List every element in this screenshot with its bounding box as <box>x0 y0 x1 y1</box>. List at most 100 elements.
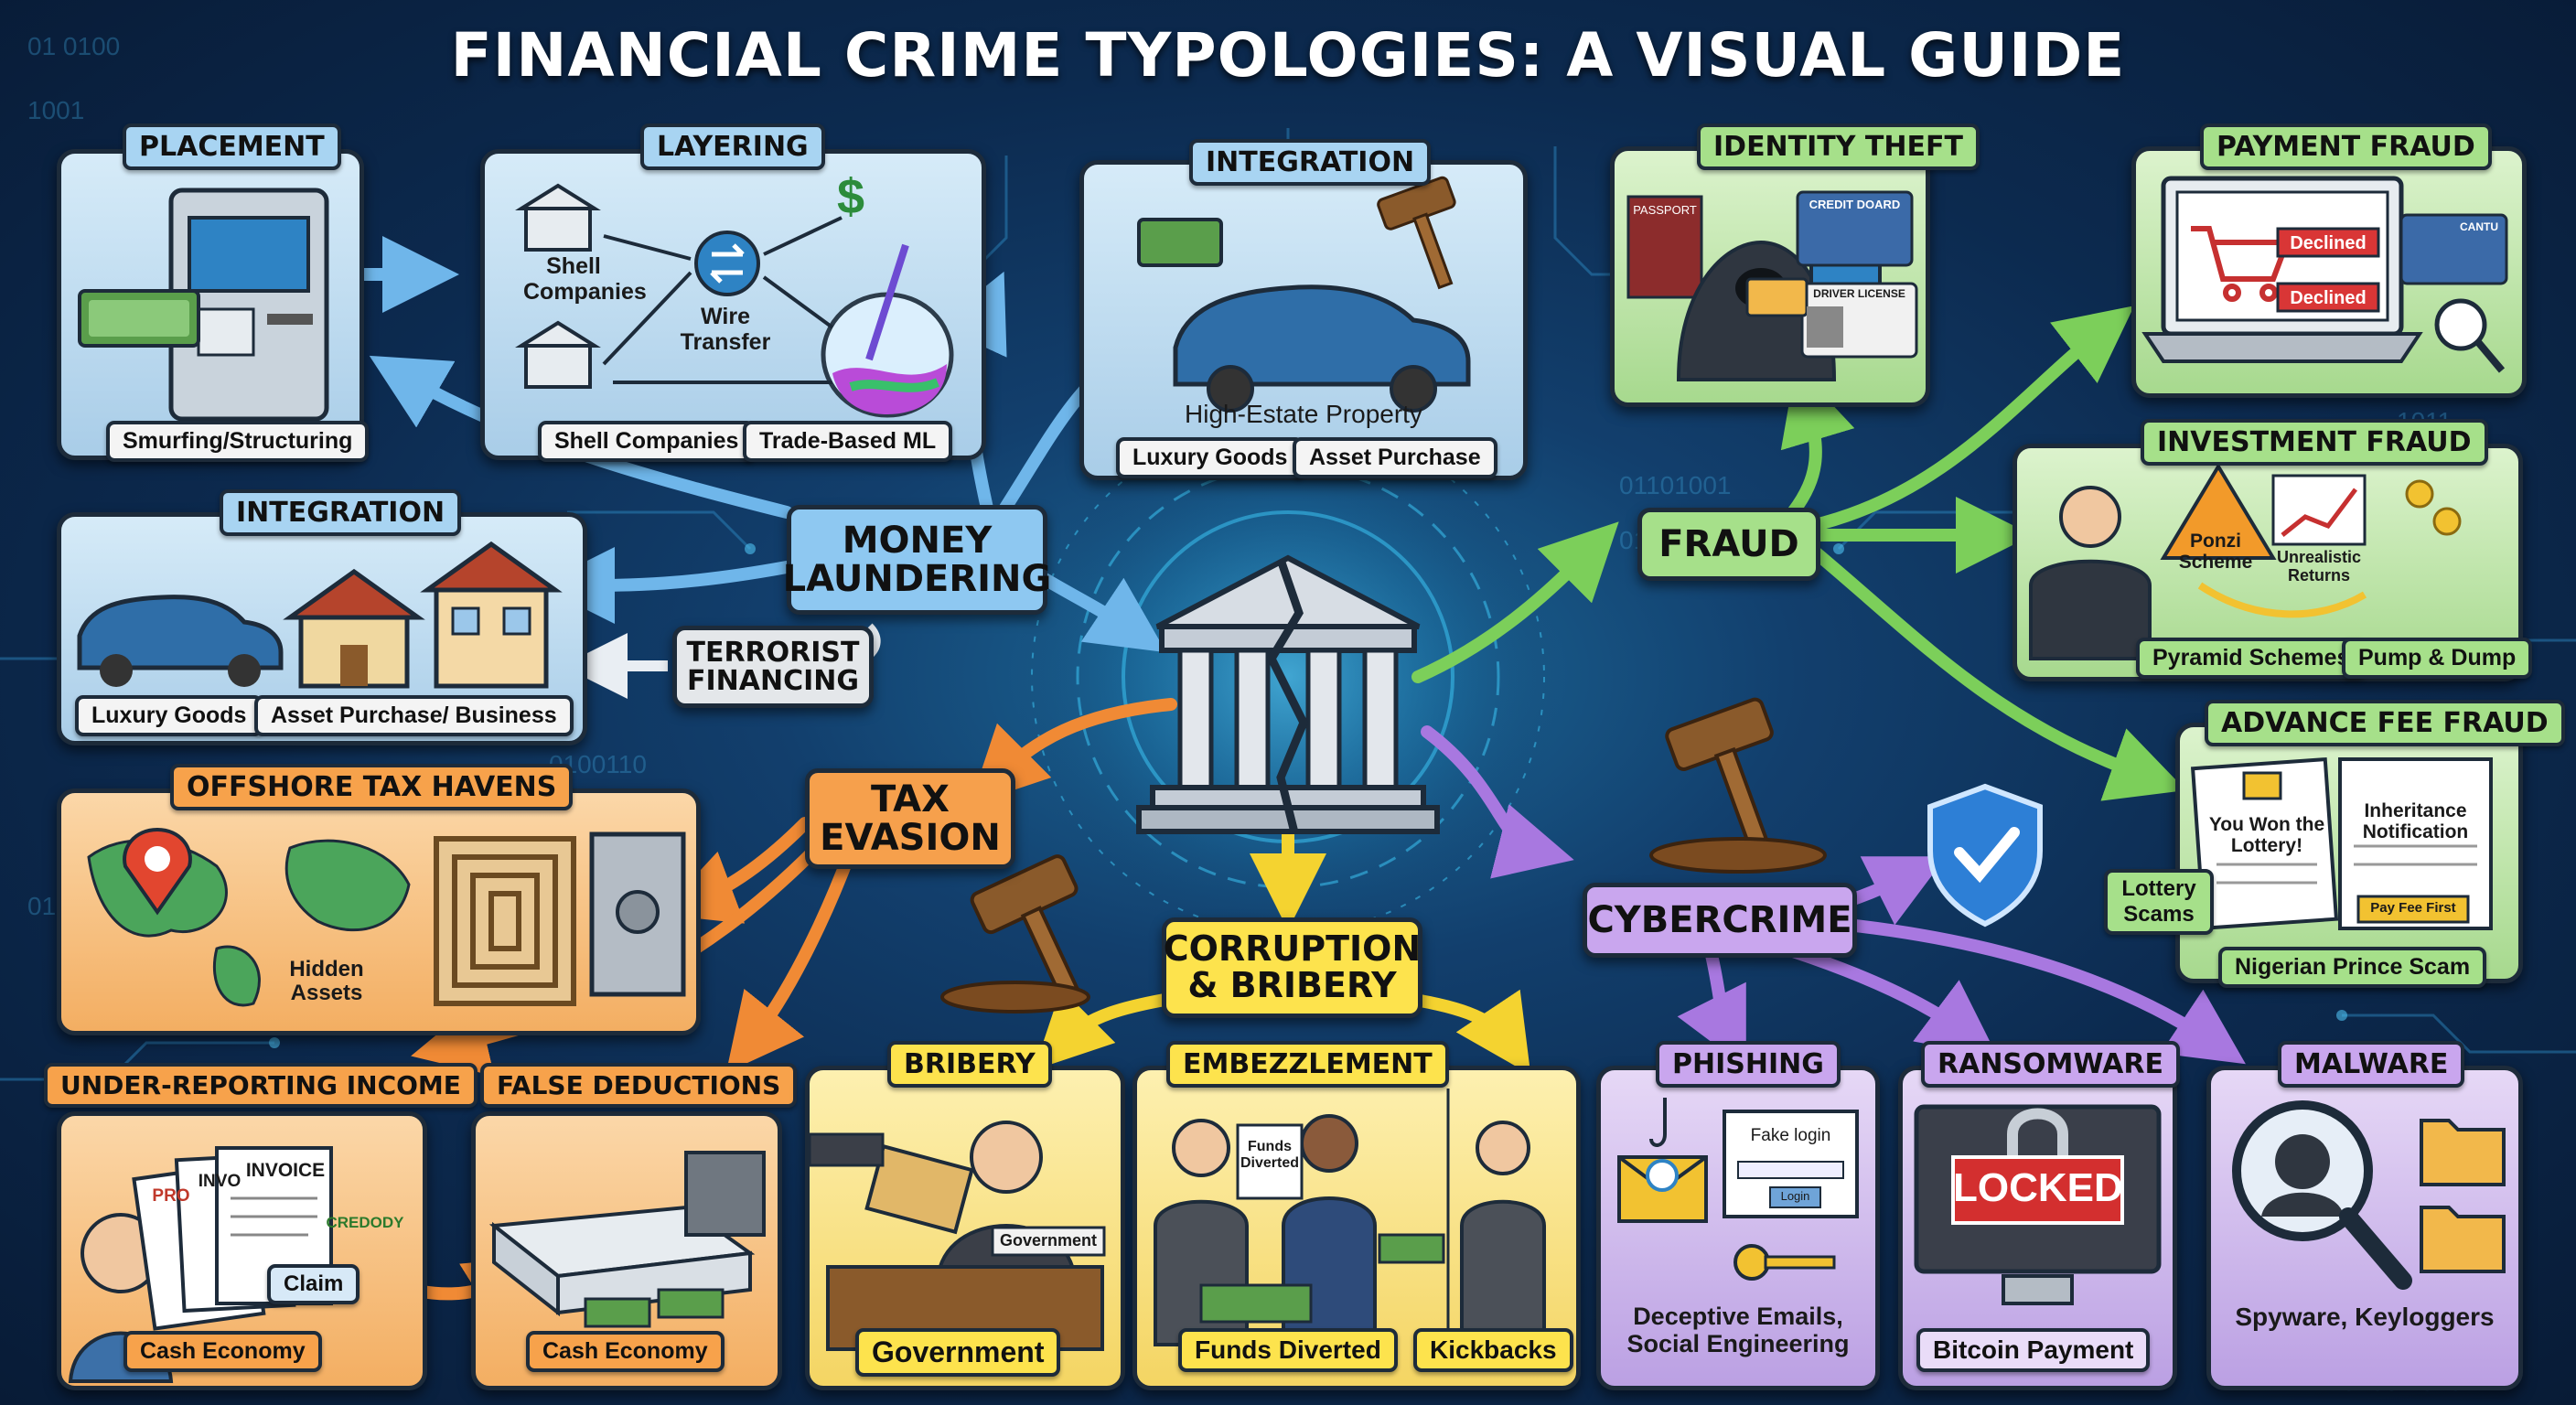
money-laundering-hub: MONEY LAUNDERING <box>783 505 1051 615</box>
payment-fraud-title: PAYMENT FRAUD <box>2200 123 2492 170</box>
false-deductions-title: FALSE DEDUCTIONS <box>480 1063 798 1108</box>
credit-card-icon <box>1796 190 1914 267</box>
embezzlement-label-kickbacks: Kickbacks <box>1413 1328 1573 1372</box>
false-deductions-label: Cash Economy <box>526 1331 724 1372</box>
malware-label: Spyware, Keyloggers <box>2235 1303 2495 1331</box>
cash-hand-icon <box>1137 218 1223 267</box>
identity-theft-title: IDENTITY THEFT <box>1697 123 1980 170</box>
hidden-assets-caption: Hidden Assets <box>289 957 364 1006</box>
document-icon <box>1236 1123 1304 1200</box>
email-envelope-icon <box>1617 1155 1708 1223</box>
embezzlement-label-funds: Funds Diverted <box>1178 1328 1398 1372</box>
tax-evasion-hub: TAX EVASION <box>805 768 1015 869</box>
embezzlement-title: EMBEZZLEMENT <box>1166 1041 1449 1088</box>
advance-fee-panel: You Won the Lottery! Inheritance Notific… <box>2175 723 2523 983</box>
integration-left-label-asset: Asset Purchase/ Business <box>254 695 574 736</box>
pay-fee-button <box>2356 895 2470 924</box>
car-icon <box>1173 284 1471 413</box>
cybercrime-arrows <box>1421 725 2246 1068</box>
lottery-letter-text: You Won the Lottery! <box>2208 814 2325 857</box>
license-photo <box>1807 306 1843 348</box>
declined-text-1: Declined <box>2290 233 2367 253</box>
advance-fee-label: Nigerian Prince Scam <box>2218 947 2487 988</box>
placement-label: Smurfing/Structuring <box>106 421 370 462</box>
integration-top-title: INTEGRATION <box>1189 139 1432 186</box>
card-brand-text: CANTU <box>2460 220 2498 233</box>
people-handshake-icon <box>1154 1114 1546 1346</box>
investment-label-pyramid: Pyramid Schemes <box>2136 638 2367 679</box>
passport-icon <box>1626 195 1703 299</box>
fishbowl-icon <box>821 243 954 418</box>
placement-title: PLACEMENT <box>123 123 341 170</box>
card-icon <box>1745 277 1809 317</box>
safe-icon <box>589 831 686 997</box>
declined-text-2: Declined <box>2290 288 2367 308</box>
malware-panel: Spyware, Keyloggers <box>2206 1066 2523 1390</box>
layering-panel: Shell Companies Wire Transfer $ <box>480 149 986 460</box>
layering-shell-caption: Shell Companies <box>523 253 647 305</box>
offshore-title: OFFSHORE TAX HAVENS <box>170 764 574 810</box>
identity-theft-panel: PASSPORT CREDIT DOARD DRIVER LICENSE <box>1610 146 1930 407</box>
terrorist-financing-hub: TERRORIST FINANCING <box>672 626 874 708</box>
driver-license-text: DRIVER LICENSE <box>1813 287 1905 300</box>
login-button-text: Login <box>1780 1189 1810 1203</box>
wire-transfer-icon <box>694 231 760 296</box>
investment-fraud-title: INVESTMENT FRAUD <box>2141 419 2488 466</box>
credit-card-icon <box>2399 213 2508 285</box>
layering-label-trade: Trade-Based ML <box>743 421 953 462</box>
coins-icon <box>2405 479 2462 536</box>
stamp-label: CREDODY <box>326 1214 404 1231</box>
fake-login-text: Fake login <box>1750 1126 1831 1145</box>
inheritance-letter-text: Inheritance Notification <box>2362 800 2469 843</box>
ransomware-title: RANSOMWARE <box>1921 1041 2180 1088</box>
page-title: FINANCIAL CRIME TYPOLOGIES: A VISUAL GUI… <box>450 20 2126 91</box>
integration-left-title: INTEGRATION <box>220 489 462 536</box>
svg-text:1001: 1001 <box>27 96 84 124</box>
bribery-label: Government <box>855 1328 1061 1377</box>
cash-icon <box>1378 1233 1445 1264</box>
cash-stack-icon <box>584 1288 724 1328</box>
layering-title: LAYERING <box>640 123 825 170</box>
key-icon <box>1733 1244 1836 1281</box>
gavel-block-icon <box>940 981 1090 1014</box>
magnifier-spy-icon <box>2232 1100 2412 1290</box>
lottery-scams-label: Lottery Scams <box>2104 869 2214 935</box>
government-sign-text: Government <box>999 1231 1098 1249</box>
pay-fee-text: Pay Fee First <box>2370 900 2456 916</box>
layering-wire-caption: Wire Transfer <box>680 304 771 355</box>
integration-top-label-luxury: Luxury Goods <box>1116 437 1304 478</box>
fraud-hub: FRAUD <box>1637 508 1820 581</box>
funds-diverted-note: Funds Diverted <box>1240 1139 1300 1171</box>
ponzi-caption: Ponzi Scheme <box>2178 531 2253 574</box>
integration-left-label-luxury: Luxury Goods <box>75 695 263 736</box>
phishing-label: Deceptive Emails, Social Engineering <box>1626 1303 1850 1357</box>
svg-text:01 0100: 01 0100 <box>27 32 120 60</box>
magnifier-icon <box>2434 298 2506 373</box>
integration-top-caption: High-Estate Property <box>1185 400 1422 428</box>
cybercrime-hub: CYBERCRIME <box>1583 883 1857 958</box>
underreporting-label: Cash Economy <box>123 1331 322 1372</box>
integration-top-panel: High-Estate Property <box>1079 160 1528 480</box>
integration-top-label-asset: Asset Purchase <box>1293 437 1497 478</box>
gavel-icon-center-left <box>970 854 1085 1010</box>
dollar-icon: $ <box>836 169 865 224</box>
safe-icon <box>684 1151 766 1237</box>
hand-icon <box>810 1132 885 1167</box>
invoice-heading-2: INVO <box>198 1172 242 1191</box>
offshore-panel: Hidden Assets <box>57 788 701 1035</box>
malware-title: MALWARE <box>2278 1041 2465 1088</box>
returns-caption: Unrealistic Returns <box>2276 548 2362 585</box>
house-icon <box>283 568 425 689</box>
login-field <box>1737 1161 1844 1179</box>
corruption-bribery-hub: CORRUPTION & BRIBERY <box>1162 917 1422 1018</box>
folder-icon <box>2420 1119 2506 1273</box>
gavel-icon-center-right <box>1665 697 1774 862</box>
phishing-title: PHISHING <box>1656 1041 1841 1088</box>
envelope-icon <box>864 1143 974 1235</box>
underreporting-title: UNDER-REPORTING INCOME <box>44 1063 478 1108</box>
layering-label-shell: Shell Companies <box>538 421 756 462</box>
businessman-icon <box>2029 486 2152 660</box>
login-button <box>1769 1186 1821 1208</box>
payment-fraud-panel: Declined Declined CANTU <box>2131 146 2527 398</box>
